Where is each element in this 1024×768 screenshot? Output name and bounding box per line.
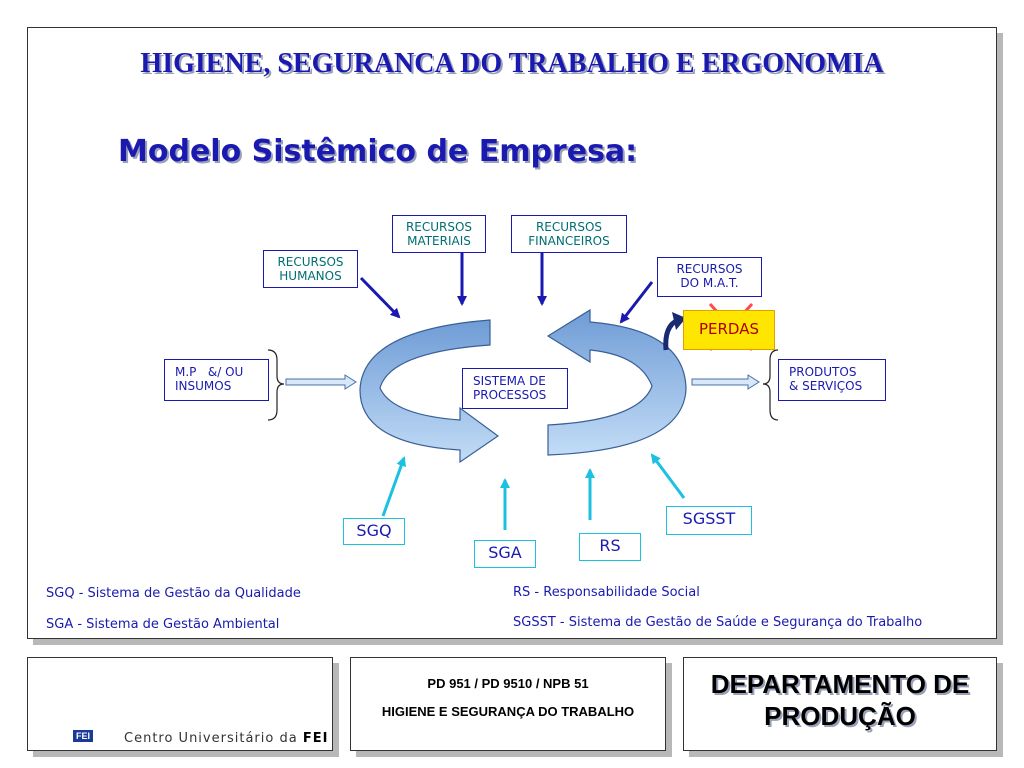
logo-text: Centro Universitário da FEI [124,731,328,746]
diagram-subtitle: Modelo Sistêmico de Empresa: [118,134,638,169]
outputs-box: PRODUTOS & SERVIÇOS [778,359,886,401]
process-cycle-right-arrow [546,308,687,456]
arrow-recursos-mat [619,281,654,324]
page-title: HIGIENE, SEGURANCA DO TRABALHO E ERGONOM… [140,48,884,79]
main-slide-panel [27,27,997,639]
recursos-mat-box: RECURSOS DO M.A.T. [657,257,762,297]
perdas-box: PERDAS [683,310,775,350]
fei-tag: FEI [73,730,93,742]
logo-text-bold: FEI [302,731,329,746]
department-name: DEPARTAMENTO DE PRODUÇÃO [710,669,970,731]
course-panel: PD 951 / PD 9510 / NPB 51 HIGIENE E SEGU… [350,657,666,751]
inputs-box: M.P &/ OU INSUMOS [164,359,269,401]
arrow-output [691,374,760,390]
legend-sga: SGA - Sistema de Gestão Ambiental [46,617,280,632]
sga-box: SGA [474,540,536,568]
department-panel: DEPARTAMENTO DE PRODUÇÃO [683,657,997,751]
course-code: PD 951 / PD 9510 / NPB 51 [427,676,589,691]
arrow-sgq [381,456,406,517]
input-brace [267,349,285,421]
course-name: HIGIENE E SEGURANÇA DO TRABALHO [381,704,635,719]
recursos-humanos-box: RECURSOS HUMANOS [263,250,358,288]
arrow-recursos-humanos [359,276,401,319]
sgsst-box: SGSST [666,506,752,535]
process-system-box: SISTEMA DE PROCESSOS [462,368,568,409]
sgq-box: SGQ [343,518,405,545]
legend-sgq: SGQ - Sistema de Gestão da Qualidade [46,586,301,601]
process-cycle-left-arrow [359,319,500,464]
output-brace [762,349,779,421]
logo-text-prefix: Centro Universitário da [124,731,303,746]
rs-box: RS [579,533,641,561]
arrow-sgsst [650,453,686,499]
recursos-materiais-box: RECURSOS MATERIAIS [392,215,486,253]
arrow-input [285,374,357,390]
legend-sgsst: SGSST - Sistema de Gestão de Saúde e Seg… [513,615,923,630]
legend-rs: RS - Responsabilidade Social [513,585,700,600]
recursos-financeiros-box: RECURSOS FINANCEIROS [511,215,627,253]
